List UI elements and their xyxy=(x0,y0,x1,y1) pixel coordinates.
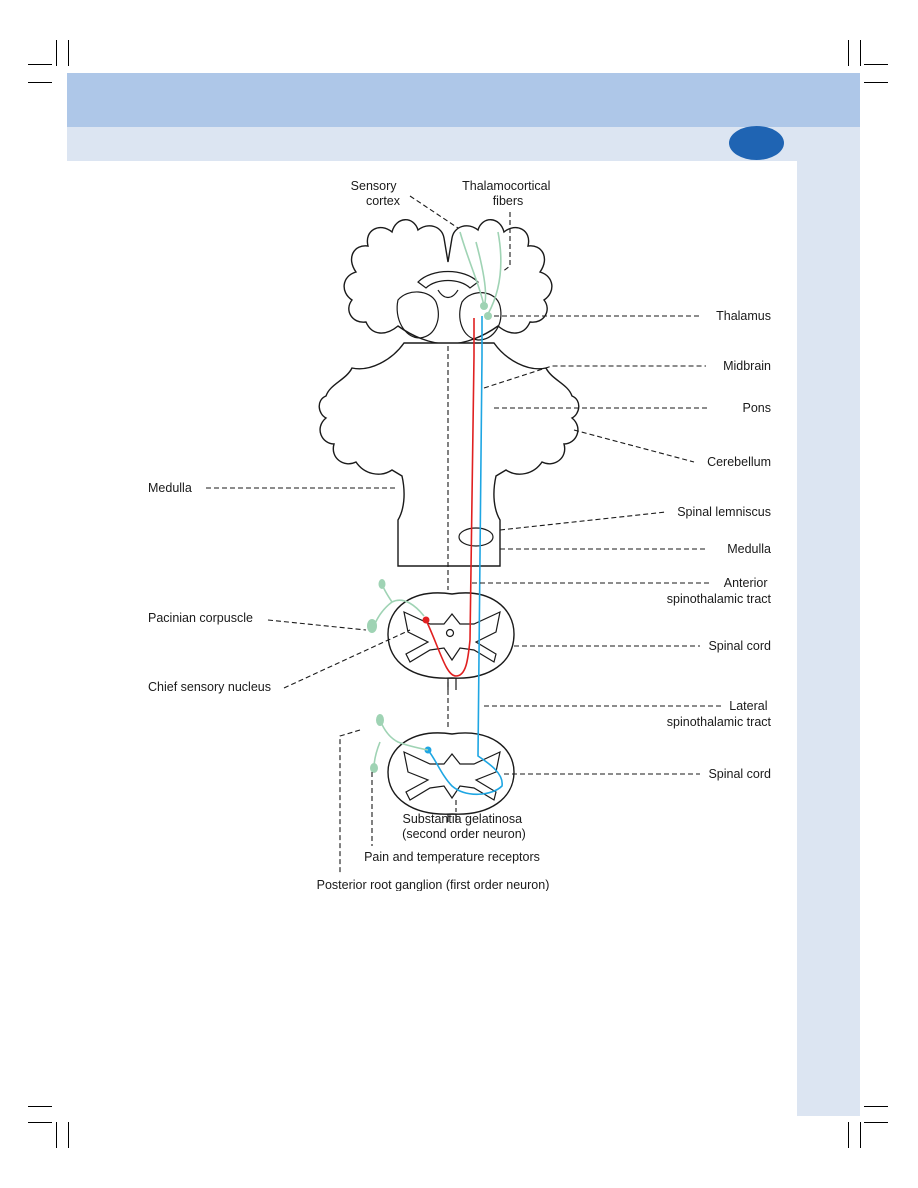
thalamus-neuron-dot xyxy=(480,302,488,310)
thalamus-outline xyxy=(459,292,502,341)
crop-mark xyxy=(56,1122,57,1148)
header-band xyxy=(67,73,860,127)
spinal-cord-section-upper xyxy=(387,592,515,690)
label-anterior-spinothalamic-tract: Anterior spinothalamic tract xyxy=(667,576,771,606)
label-posterior-root-ganglion: Posterior root ganglion (first order neu… xyxy=(317,878,550,891)
label-spinal-cord-upper: Spinal cord xyxy=(708,639,771,653)
crop-mark xyxy=(28,1122,52,1123)
label-spinal-lemniscus: Spinal lemniscus xyxy=(677,505,771,519)
chief-sensory-nucleus-dot xyxy=(422,616,430,624)
crop-mark xyxy=(864,1106,888,1107)
label-midbrain: Midbrain xyxy=(723,359,771,373)
crop-mark xyxy=(28,82,52,83)
pacinian-corpuscle-icon xyxy=(367,619,377,633)
crop-mark xyxy=(860,40,861,66)
crop-mark xyxy=(864,64,888,65)
page-marker-dot xyxy=(729,126,784,160)
label-pacinian-corpuscle: Pacinian corpuscle xyxy=(148,611,253,625)
crop-mark xyxy=(860,1122,861,1148)
crop-mark xyxy=(28,64,52,65)
label-sensory-cortex: Sensory cortex xyxy=(351,179,401,208)
margin-column xyxy=(797,161,860,1116)
crop-mark xyxy=(28,1106,52,1107)
label-chief-sensory-nucleus: Chief sensory nucleus xyxy=(148,680,271,694)
label-pons: Pons xyxy=(743,401,772,415)
crop-mark xyxy=(68,40,69,66)
label-lateral-spinothalamic-tract: Lateral spinothalamic tract xyxy=(667,699,771,729)
sensory-pathway-diagram: Sensory cortex Thalamocortical fibers Th… xyxy=(148,179,772,891)
label-substantia-gelatinosa: Substantia gelatinosa (second order neur… xyxy=(402,812,526,841)
label-spinal-cord-lower: Spinal cord xyxy=(708,767,771,781)
cerebrum-outline xyxy=(343,219,553,360)
leader-lines xyxy=(206,195,724,874)
crop-mark xyxy=(848,1122,849,1148)
crop-mark xyxy=(864,82,888,83)
label-thalamus: Thalamus xyxy=(716,309,771,323)
crop-mark xyxy=(68,1122,69,1148)
lateral-spinothalamic-pathway xyxy=(427,316,503,796)
brainstem-outline xyxy=(318,342,580,567)
ganglion-cell-upper xyxy=(378,579,386,589)
crop-mark xyxy=(848,40,849,66)
anterior-spinothalamic-pathway xyxy=(425,318,475,677)
label-medulla-left: Medulla xyxy=(148,481,192,495)
pain-receptor-icon xyxy=(370,763,378,773)
crop-mark xyxy=(864,1122,888,1123)
spinal-lemniscus-ring xyxy=(458,527,494,547)
ganglion-cell-lower xyxy=(376,714,384,726)
spinal-cord-section-lower xyxy=(387,732,515,822)
corpus-callosum xyxy=(417,271,479,289)
figure-panel: Sensory cortex Thalamocortical fibers Th… xyxy=(148,171,771,891)
label-medulla-right: Medulla xyxy=(727,542,771,556)
label-cerebellum: Cerebellum xyxy=(707,455,771,469)
label-thalamocortical-fibers: Thalamocortical fibers xyxy=(462,179,554,208)
midline-septum xyxy=(437,289,459,299)
ventricle-left xyxy=(396,291,439,339)
sub-header-band xyxy=(67,127,860,161)
label-pain-temperature-receptors: Pain and temperature receptors xyxy=(364,850,540,864)
thalamus-neuron-dot xyxy=(484,312,492,320)
crop-mark xyxy=(56,40,57,66)
